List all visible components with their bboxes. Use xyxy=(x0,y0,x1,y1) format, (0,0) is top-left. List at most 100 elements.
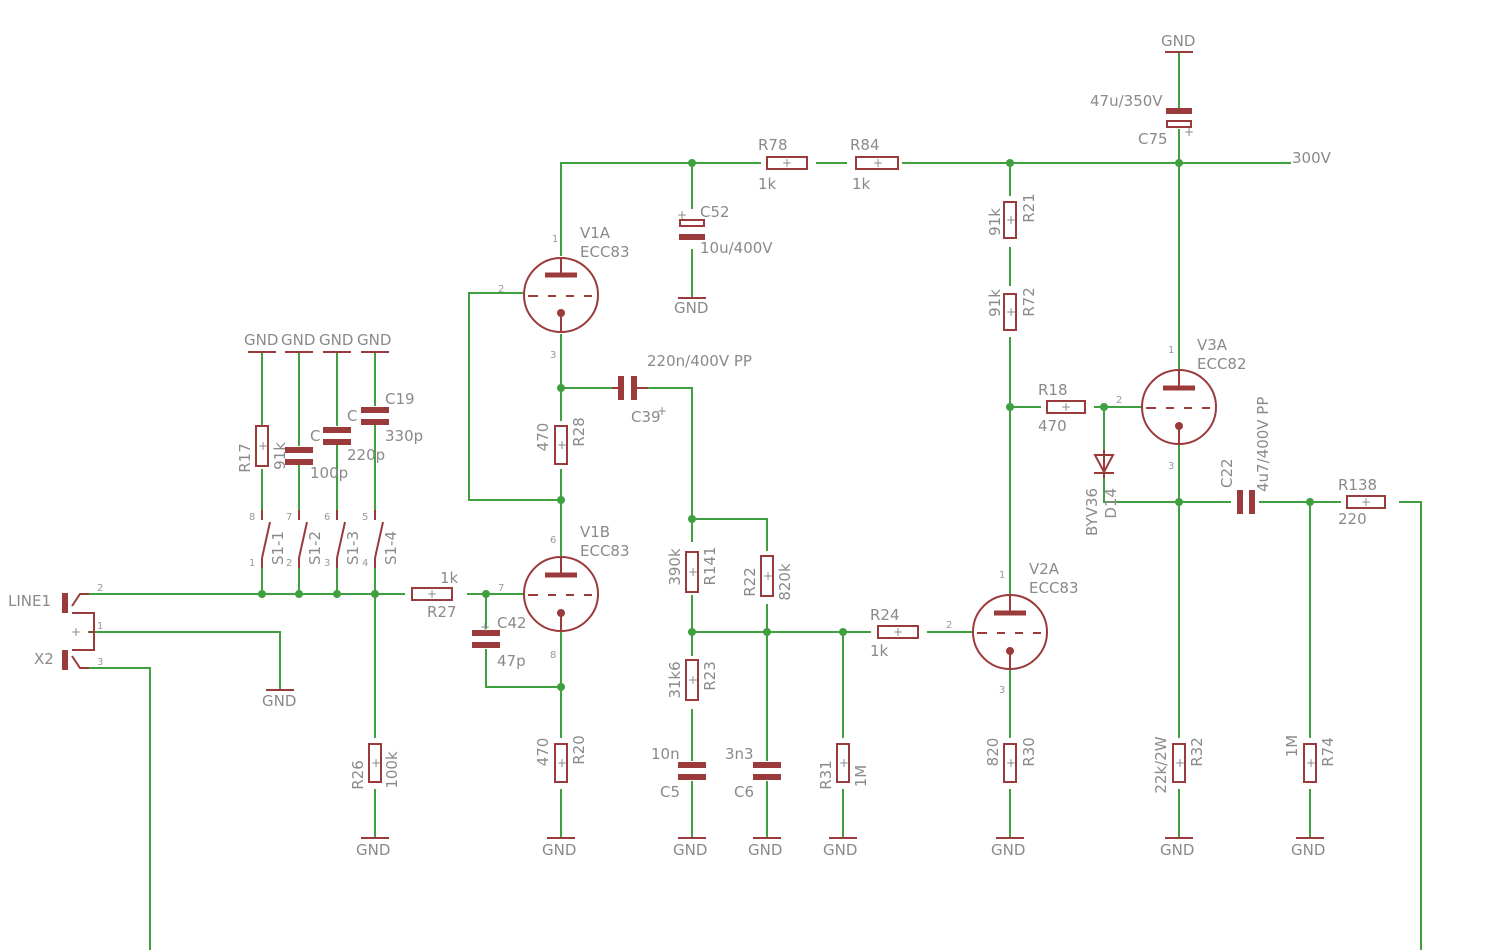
svg-text:S1-4: S1-4 xyxy=(382,531,400,565)
svg-text:8: 8 xyxy=(249,512,255,523)
svg-text:2: 2 xyxy=(1116,395,1122,406)
gnd-r74: GND xyxy=(1291,837,1325,859)
svg-text:S1-2: S1-2 xyxy=(306,531,324,565)
svg-text:+: + xyxy=(1361,495,1371,509)
svg-text:C5: C5 xyxy=(660,783,680,801)
svg-text:470: 470 xyxy=(534,423,552,452)
rail-300v-label: 300V xyxy=(1292,149,1332,167)
capacitor-c39: 220n/400V PP C39 + xyxy=(612,352,752,426)
svg-text:C19: C19 xyxy=(385,390,415,408)
svg-text:+: + xyxy=(1006,305,1016,319)
resistor-r141: + 390k R141 xyxy=(666,546,719,593)
svg-text:V3A: V3A xyxy=(1197,336,1228,354)
svg-text:+: + xyxy=(1175,756,1185,770)
svg-text:GND: GND xyxy=(356,841,390,859)
resistor-r78: + R78 1k xyxy=(758,136,808,193)
svg-text:R141: R141 xyxy=(701,546,719,585)
svg-text:91k: 91k xyxy=(986,208,1004,236)
capacitor-c52: + C52 10u/400V xyxy=(677,203,773,257)
svg-text:R31: R31 xyxy=(817,760,835,790)
switch-s1-3: 6 3 S1-3 xyxy=(324,510,362,569)
svg-text:GND: GND xyxy=(991,841,1025,859)
svg-text:R78: R78 xyxy=(758,136,788,154)
svg-text:1M: 1M xyxy=(852,765,870,788)
gnd-r17: GND xyxy=(244,331,278,353)
gnd-c52: GND xyxy=(674,297,708,317)
svg-text:470: 470 xyxy=(1038,417,1067,435)
svg-text:1: 1 xyxy=(999,570,1005,581)
resistor-r18: + R18 470 xyxy=(1038,381,1086,435)
svg-text:6: 6 xyxy=(324,512,330,523)
gnd-r26: GND xyxy=(356,837,390,859)
capacitor-c6: 3n3 C6 xyxy=(725,745,781,801)
svg-text:GND: GND xyxy=(244,331,278,349)
svg-text:820k: 820k xyxy=(776,563,794,601)
resistor-r30: + 820 R30 xyxy=(984,737,1038,783)
svg-text:+: + xyxy=(677,208,687,222)
svg-text:GND: GND xyxy=(262,692,296,710)
svg-text:GND: GND xyxy=(1161,32,1195,50)
svg-text:+: + xyxy=(1006,756,1016,770)
resistor-r27: + 1k R27 xyxy=(411,569,459,621)
svg-text:3: 3 xyxy=(999,685,1005,696)
svg-text:820: 820 xyxy=(984,738,1002,767)
svg-text:330p: 330p xyxy=(385,427,423,445)
capacitor-c5: 10n C5 xyxy=(651,745,706,801)
svg-text:S1-1: S1-1 xyxy=(269,531,287,565)
tube-v2a: V2A ECC83 1 2 3 xyxy=(946,560,1079,696)
svg-text:+: + xyxy=(557,438,567,452)
svg-text:V2A: V2A xyxy=(1029,560,1060,578)
switch-s1-1: 8 1 S1-1 xyxy=(249,510,287,569)
svg-text:R17: R17 xyxy=(236,443,254,473)
svg-text:+: + xyxy=(1306,756,1316,770)
gnd-c100p: GND xyxy=(281,331,315,353)
svg-text:R30: R30 xyxy=(1020,737,1038,767)
diode-d14: BYV36 D14 xyxy=(1083,450,1120,536)
svg-text:31k6: 31k6 xyxy=(666,661,684,698)
junctions xyxy=(258,159,1314,691)
svg-text:R28: R28 xyxy=(570,417,588,447)
svg-text:1: 1 xyxy=(552,234,558,245)
svg-text:+: + xyxy=(480,620,490,634)
svg-text:R138: R138 xyxy=(1338,476,1377,494)
ground-symbols: GND GND GND GND GND GND GND GND GND GND … xyxy=(244,32,1325,859)
gnd-c19: GND xyxy=(357,331,391,353)
svg-text:GND: GND xyxy=(748,841,782,859)
svg-text:10n: 10n xyxy=(651,745,680,763)
svg-text:ECC83: ECC83 xyxy=(580,542,630,560)
svg-text:3: 3 xyxy=(97,657,103,668)
svg-text:8: 8 xyxy=(550,650,556,661)
svg-text:R72: R72 xyxy=(1020,287,1038,317)
gnd-jack: GND xyxy=(262,689,296,710)
switch-s1-2: 7 2 S1-2 xyxy=(286,510,324,569)
svg-text:390k: 390k xyxy=(666,548,684,586)
capacitor-c220p: C 220p xyxy=(323,407,385,464)
resistor-r22: + R22 820k xyxy=(741,555,794,601)
capacitor-c75: + 47u/350V C75 xyxy=(1090,92,1194,148)
svg-text:R23: R23 xyxy=(701,661,719,691)
svg-text:+: + xyxy=(371,756,381,770)
svg-text:GND: GND xyxy=(281,331,315,349)
tube-v1a: V1A ECC83 1 2 3 xyxy=(498,224,630,361)
svg-text:47p: 47p xyxy=(497,652,526,670)
gnd-c75: GND xyxy=(1161,32,1195,53)
svg-text:C42: C42 xyxy=(497,614,527,632)
svg-text:2: 2 xyxy=(286,558,292,569)
svg-text:+: + xyxy=(557,756,567,770)
resistor-r74: + 1M R74 xyxy=(1283,735,1337,783)
svg-text:100p: 100p xyxy=(310,464,348,482)
svg-text:GND: GND xyxy=(673,841,707,859)
svg-text:1k: 1k xyxy=(852,175,871,193)
resistor-r72: + 91k R72 xyxy=(986,287,1038,331)
svg-text:+: + xyxy=(657,404,667,418)
svg-text:2: 2 xyxy=(498,284,504,295)
capacitor-c22: C22 4u7/400V PP xyxy=(1218,397,1272,514)
svg-text:D14: D14 xyxy=(1102,488,1120,519)
wires xyxy=(88,51,1422,950)
resistor-r28: + 470 R28 xyxy=(534,417,588,465)
resistor-r31: + R31 1M xyxy=(817,743,870,790)
capacitor-c19: C19 330p xyxy=(361,390,423,445)
resistor-r21: + 91k R21 xyxy=(986,193,1038,239)
svg-text:GND: GND xyxy=(542,841,576,859)
svg-text:R32: R32 xyxy=(1188,737,1206,767)
